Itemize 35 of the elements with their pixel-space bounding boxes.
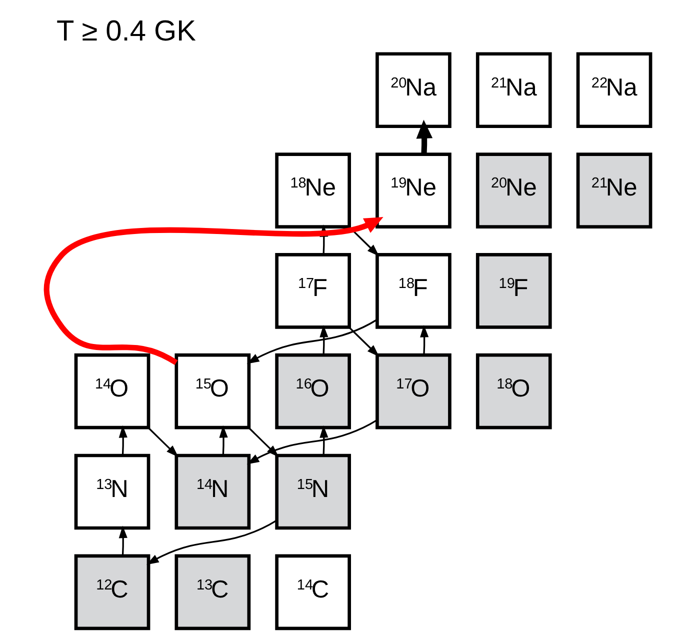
- node-box: $^{19}$F: [476, 253, 552, 329]
- arrow: [219, 425, 228, 456]
- node-box: $^{18}$O: [476, 353, 552, 430]
- diagram-title: T ≥ 0.4 GK: [56, 15, 196, 48]
- arrow: [118, 526, 128, 556]
- arrow: [118, 425, 128, 456]
- node-box: $^{12}$C: [74, 554, 150, 630]
- arrow: [44, 217, 384, 366]
- arrow: [320, 425, 328, 456]
- node-box: $^{15}$N: [275, 454, 351, 530]
- node-box: $^{17}$O: [376, 353, 452, 430]
- node-box: $^{14}$N: [174, 454, 251, 530]
- arrow: [146, 520, 278, 565]
- node-box: $^{13}$N: [74, 454, 150, 530]
- arrow: [416, 120, 433, 154]
- node-box: $^{16}$O: [275, 353, 351, 430]
- node-box: $^{14}$O: [74, 353, 150, 430]
- arrow: [348, 326, 380, 357]
- node-box: $^{15}$O: [174, 353, 251, 430]
- arrow: [246, 318, 378, 364]
- node-box: $^{18}$Ne: [275, 152, 351, 228]
- arrow: [320, 324, 328, 355]
- node-box: $^{21}$Ne: [576, 152, 652, 228]
- node-box: $^{21}$Na: [476, 52, 552, 128]
- node-box: $^{19}$Ne: [376, 152, 452, 228]
- node-box: $^{18}$F: [376, 253, 452, 329]
- arrow: [246, 419, 378, 464]
- node-box: $^{14}$C: [275, 554, 351, 630]
- arrow: [420, 324, 429, 355]
- node-box: $^{22}$Na: [576, 52, 652, 128]
- node-box: $^{17}$F: [275, 253, 351, 329]
- arrow: [148, 427, 178, 458]
- node-box: $^{13}$C: [174, 554, 251, 630]
- node-box: $^{20}$Na: [376, 52, 452, 128]
- node-box: $^{20}$Ne: [476, 152, 552, 228]
